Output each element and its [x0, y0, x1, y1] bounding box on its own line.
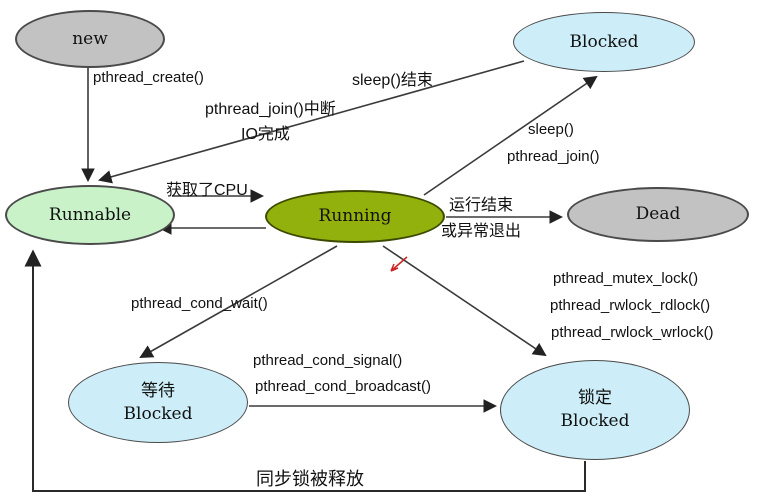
- state-lock-blocked: 锁定 Blocked: [500, 360, 690, 460]
- edge-label-cond-broadcast: pthread_cond_broadcast(): [255, 378, 431, 395]
- state-blocked-label: Blocked: [569, 31, 639, 52]
- state-lock-blocked-label-zh: 锁定: [578, 388, 612, 409]
- edge-label-rwlock-wrlock: pthread_rwlock_wrlock(): [551, 324, 714, 341]
- edge-label-pthread-join: pthread_join(): [507, 148, 600, 165]
- state-wait-blocked: 等待 Blocked: [68, 362, 248, 443]
- edge-label-rwlock-rdlock: pthread_rwlock_rdlock(): [550, 297, 711, 314]
- state-dead-label: Dead: [635, 204, 681, 225]
- edge-label-pthread-create: pthread_create(): [93, 69, 204, 86]
- edge-label-run-end: 运行结束: [449, 197, 514, 214]
- state-runnable-label: Runnable: [48, 204, 132, 225]
- edge-label-sleep-end: sleep()结束: [352, 72, 433, 89]
- edge-lock-blocked-to-runnable: [24, 249, 586, 492]
- state-lock-blocked-label-en: Blocked: [560, 411, 630, 431]
- state-new-label: new: [72, 28, 108, 49]
- edge-label-sleep: sleep(): [528, 121, 574, 138]
- edge-label-cond-wait: pthread_cond_wait(): [131, 295, 268, 312]
- state-wait-blocked-label-zh: 等待: [141, 380, 175, 401]
- state-blocked: Blocked: [513, 12, 695, 72]
- state-running: Running: [265, 190, 445, 243]
- state-wait-blocked-label-en: Blocked: [123, 403, 193, 424]
- state-new: new: [15, 10, 165, 68]
- state-running-label: Running: [318, 206, 392, 227]
- edge-label-got-cpu: 获取了CPU: [166, 182, 248, 199]
- edge-label-cond-signal: pthread_cond_signal(): [253, 352, 403, 369]
- red-cursor-mark: [390, 256, 408, 272]
- edge-running-to-lock-blocked: [382, 245, 547, 357]
- edge-label-io-done: IO完成: [241, 126, 290, 143]
- edge-label-abnormal-exit: 或异常退出: [441, 223, 522, 240]
- state-dead: Dead: [567, 187, 749, 242]
- edge-running-to-blocked: [423, 75, 598, 196]
- edge-label-pthread-join-interrupt: pthread_join()中断: [205, 101, 336, 118]
- edge-blocked-to-runnable: [98, 60, 525, 184]
- edge-running-to-wait-blocked: [139, 245, 338, 359]
- state-runnable: Runnable: [5, 185, 175, 245]
- edge-label-sync-lock-released: 同步锁被释放: [256, 469, 364, 489]
- edge-label-mutex-lock: pthread_mutex_lock(): [553, 270, 699, 287]
